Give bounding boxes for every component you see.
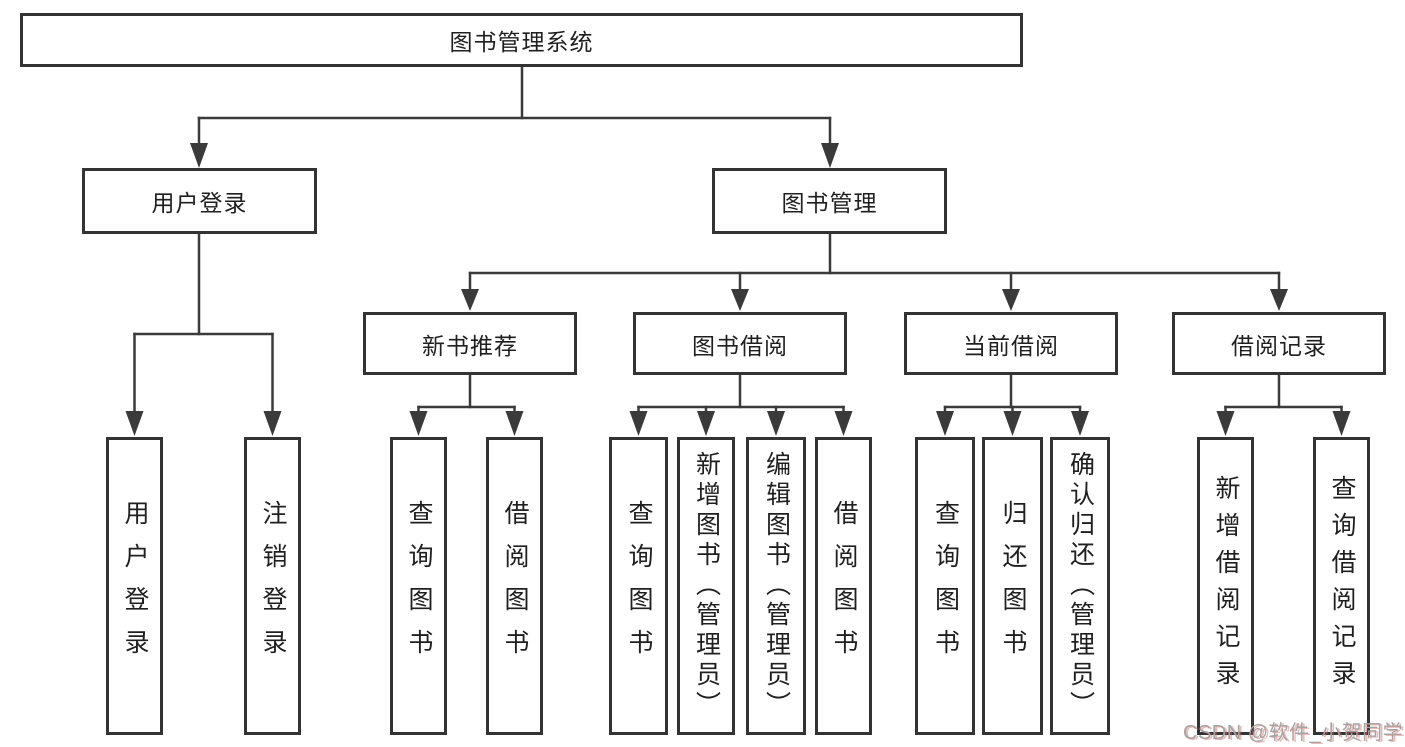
leaf-recommend-query-books: 查询图书: [390, 437, 447, 735]
node-borrowing-records: 借阅记录: [1172, 312, 1386, 375]
node-label: 图书借阅: [692, 332, 788, 359]
leaf-logout: 注销登录: [244, 437, 301, 735]
node-label: 新书推荐: [422, 332, 518, 359]
leaf-label: 新增借阅记录: [1212, 475, 1240, 697]
node-current-borrowing: 当前借阅: [904, 312, 1118, 375]
leaf-label: 新增图书（管理员）: [692, 451, 721, 721]
leaf-borrowing-query-books: 查询图书: [609, 437, 668, 735]
leaf-borrowing-edit-books-admin: 编辑图书（管理员）: [746, 437, 806, 735]
leaf-records-query-record: 查询借阅记录: [1313, 437, 1370, 735]
leaf-label: 查询借阅记录: [1328, 475, 1356, 697]
leaf-user-login: 用户登录: [106, 437, 163, 735]
node-label: 借阅记录: [1231, 332, 1327, 359]
leaf-current-return-books: 归还图书: [982, 437, 1043, 735]
csdn-watermark: CSDN @软件_小贺同学: [1183, 722, 1404, 744]
leaf-label: 确认归还（管理员）: [1066, 451, 1095, 721]
leaf-label: 借阅图书: [501, 500, 529, 672]
leaf-records-add-record: 新增借阅记录: [1197, 437, 1254, 735]
node-label: 用户登录: [151, 190, 248, 216]
node-label: 图书管理系统: [449, 29, 594, 55]
leaf-label: 查询图书: [931, 500, 960, 672]
leaf-borrowing-add-books-admin: 新增图书（管理员）: [677, 437, 735, 735]
leaf-label: 查询图书: [405, 500, 433, 672]
node-label: 当前借阅: [963, 332, 1059, 359]
leaf-current-query-books: 查询图书: [915, 437, 975, 735]
node-book-management: 图书管理: [712, 168, 947, 234]
leaf-label: 借阅图书: [830, 500, 858, 672]
leaf-label: 注销登录: [259, 500, 287, 672]
node-library-management-system: 图书管理系统: [20, 13, 1023, 67]
leaf-current-confirm-return-admin: 确认归还（管理员）: [1050, 437, 1110, 735]
node-new-book-recommend: 新书推荐: [363, 312, 577, 375]
leaf-label: 归还图书: [999, 500, 1027, 672]
leaf-recommend-borrow-books: 借阅图书: [486, 437, 543, 735]
node-book-borrowing: 图书借阅: [633, 312, 847, 375]
leaf-label: 用户登录: [121, 500, 149, 672]
leaf-label: 查询图书: [625, 500, 653, 672]
leaf-borrowing-borrow-books: 借阅图书: [815, 437, 872, 735]
node-user-login: 用户登录: [82, 168, 317, 234]
node-label: 图书管理: [781, 190, 878, 216]
leaf-label: 编辑图书（管理员）: [762, 451, 791, 721]
